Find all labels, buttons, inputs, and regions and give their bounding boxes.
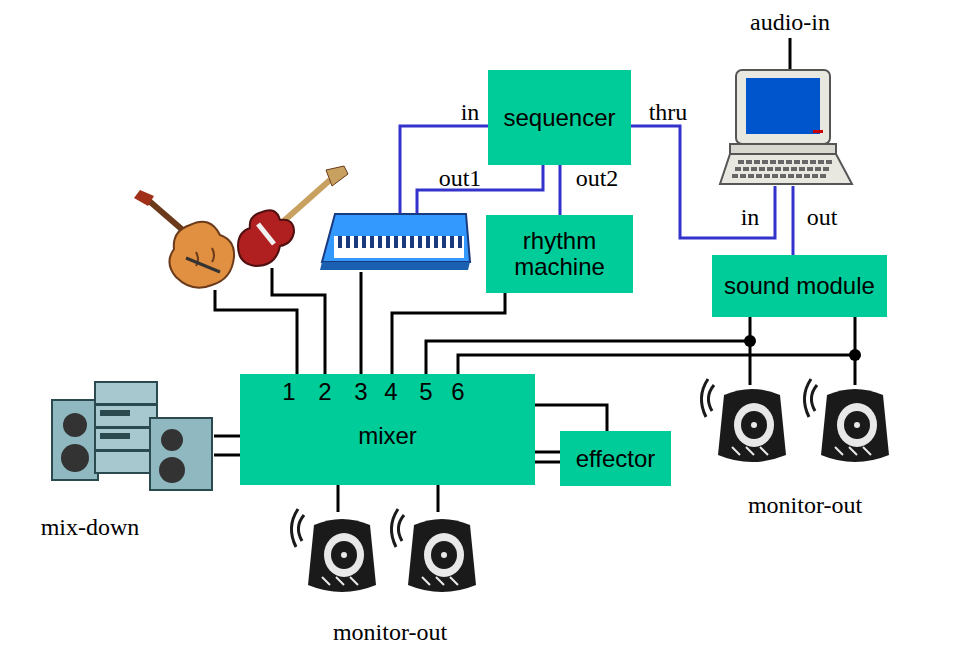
- device-name: sound module: [724, 273, 875, 299]
- device-name: effector: [576, 446, 656, 472]
- channel-number: 4: [384, 379, 397, 405]
- signal-wire: [535, 405, 607, 431]
- signal-wire: [535, 451, 560, 454]
- port-label: out1: [439, 165, 482, 191]
- stereo-icon: [52, 382, 212, 490]
- speaker-icon: [701, 379, 786, 462]
- speaker-icon: [391, 509, 476, 592]
- signal-wire: [426, 317, 750, 374]
- channel-number: 2: [318, 379, 331, 405]
- rhythm-machine-box: rhythm machine: [486, 215, 633, 293]
- port-label: audio-in: [750, 9, 830, 35]
- guitar-icon: [134, 190, 234, 288]
- channel-number: 6: [451, 379, 464, 405]
- sound-module-box: sound module: [712, 255, 887, 317]
- device-label: monitor-out: [748, 492, 862, 518]
- port-label: out: [807, 204, 838, 230]
- device-label: mix-down: [41, 514, 140, 540]
- sequencer-box: sequencer: [488, 70, 631, 165]
- port-label: out2: [576, 165, 619, 191]
- device-name: sequencer: [503, 105, 615, 131]
- effector-box: effector: [560, 431, 671, 486]
- speaker-icon: [291, 509, 376, 592]
- channel-number: 5: [419, 379, 432, 405]
- keyboard-icon: [320, 214, 470, 270]
- signal-wire: [535, 461, 560, 464]
- device-name: rhythm machine: [492, 228, 627, 280]
- speaker-icon: [804, 379, 889, 462]
- signal-wire: [392, 293, 505, 374]
- channel-number: 3: [354, 379, 367, 405]
- device-name: mixer: [358, 423, 417, 449]
- channel-number: 1: [282, 379, 295, 405]
- signal-wire: [559, 165, 562, 215]
- port-label: in: [741, 204, 760, 230]
- computer-icon: [720, 70, 852, 184]
- signal-wire: [458, 317, 855, 374]
- device-label: monitor-out: [333, 619, 447, 645]
- port-label: thru: [649, 99, 688, 125]
- port-label: in: [461, 99, 480, 125]
